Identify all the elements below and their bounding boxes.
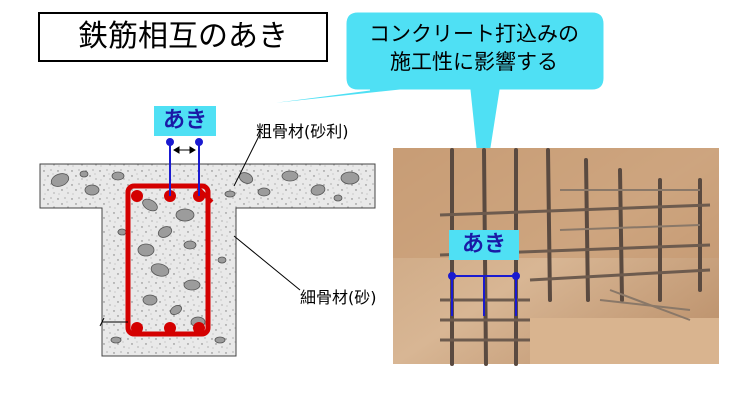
coarse-aggregate-label: 粗骨材(砂利) [256, 122, 349, 141]
stirrup [125, 183, 211, 337]
spacing-arrow [173, 146, 196, 154]
page-title: 鉄筋相互のあき [38, 12, 328, 62]
callout-bubble [231, 11, 605, 206]
fine-aggregate-label: 細骨材(砂) [300, 288, 377, 307]
callout-line-1: コンクリート打込みの [369, 22, 579, 46]
fine-aggregate-leader [233, 235, 301, 291]
rebar-photo [393, 148, 719, 366]
t-beam-section [39, 163, 376, 357]
callout-text: コンクリート打込みの 施工性に影響する [348, 20, 600, 76]
spacing-dimension [166, 138, 203, 196]
callout-line-2: 施工性に影響する [390, 50, 558, 74]
spacing-label: あき [154, 106, 216, 136]
coarse-aggregate-leader [233, 133, 261, 187]
coarse-aggregate-stones [50, 170, 360, 344]
photo-spacing-label: あき [449, 230, 519, 260]
